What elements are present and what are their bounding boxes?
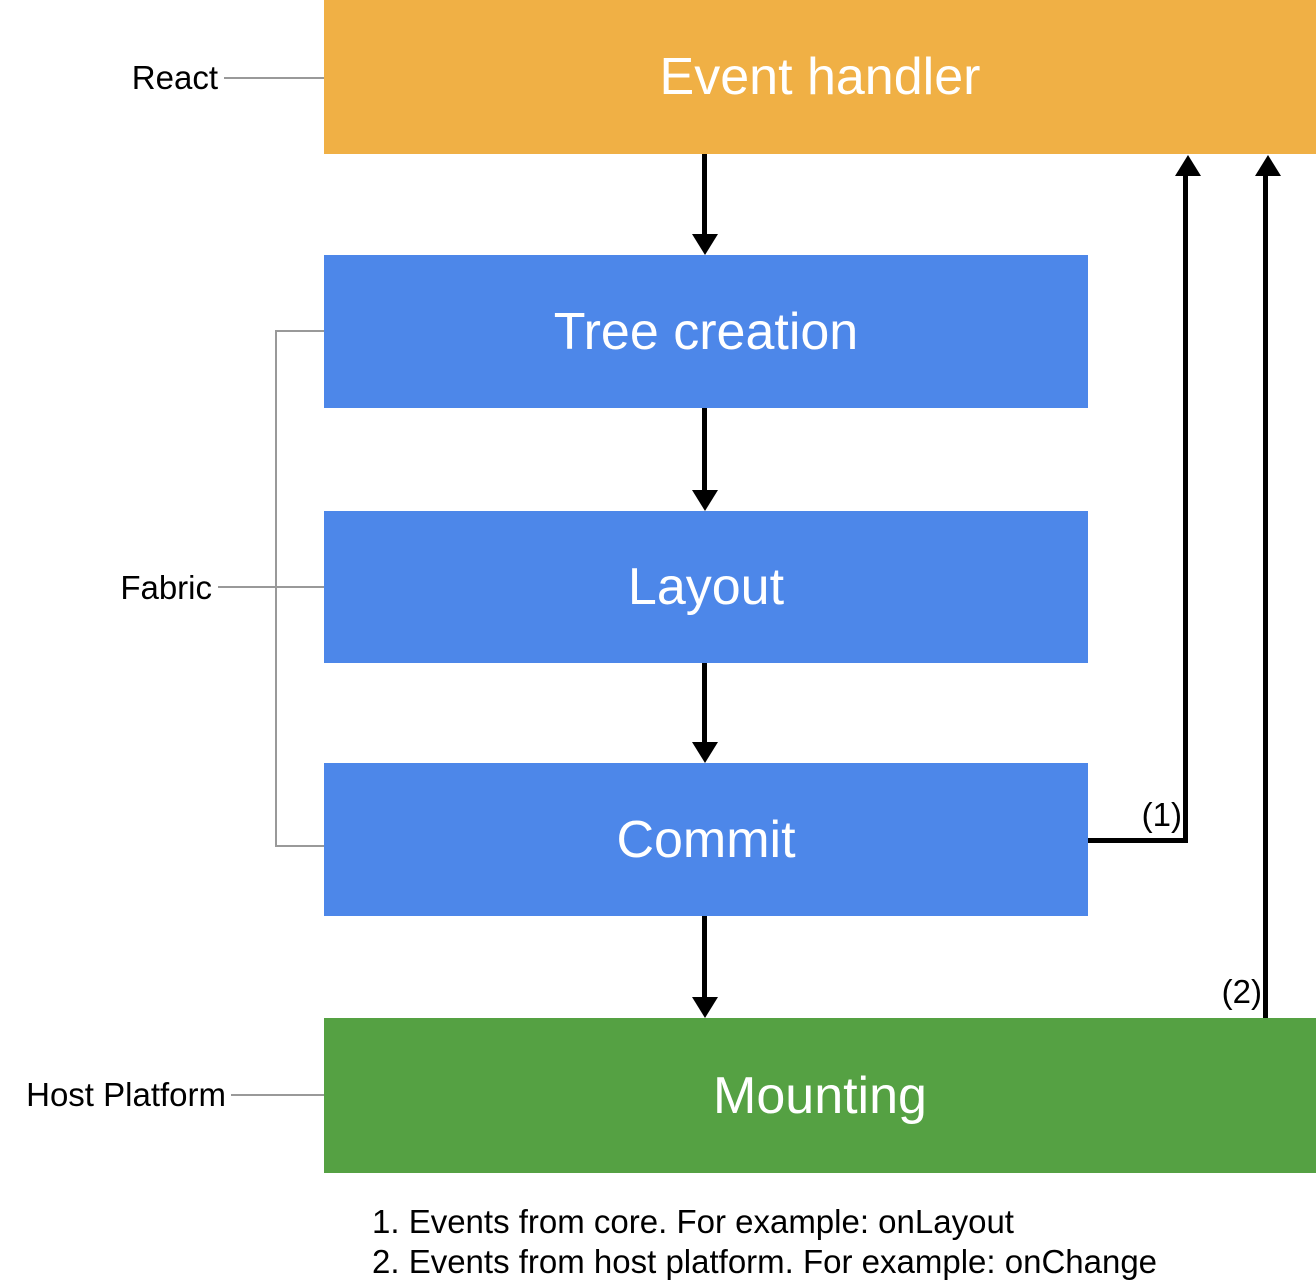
edge2-label: (2) [1221, 973, 1262, 1010]
node-tree-creation: Tree creation [324, 255, 1088, 408]
connector-fabric-line [218, 586, 324, 588]
arrowhead-down-icon [692, 742, 718, 763]
node-layout-label: Layout [627, 558, 785, 616]
arrowhead-down-icon [692, 490, 718, 511]
edge1-label: (1) [1141, 796, 1182, 833]
connector-react-line [224, 77, 324, 79]
fabric-bracket-vertical [275, 330, 277, 847]
footnote-2: 2. Events from host platform. For exampl… [372, 1243, 1158, 1280]
group-label-host-platform: Host Platform [26, 1076, 226, 1113]
node-mounting: Mounting [324, 1018, 1316, 1173]
node-event-handler-label: Event handler [659, 48, 981, 106]
fabric-bracket-bottom-stub [275, 845, 324, 847]
arrow-layout-to-commit [702, 663, 707, 744]
node-commit: Commit [324, 763, 1088, 916]
group-label-fabric: Fabric [120, 569, 212, 606]
arrow-commit-to-event-handler [1183, 174, 1188, 843]
arrow-event-handler-to-tree-creation [702, 154, 707, 236]
arrow-mounting-to-event-handler [1263, 174, 1268, 1018]
node-mounting-label: Mounting [713, 1066, 927, 1125]
node-event-handler: Event handler [324, 0, 1316, 154]
node-commit-label: Commit [616, 810, 796, 869]
arrow-commit-to-mounting [702, 916, 707, 999]
arrowhead-up-icon [1255, 155, 1281, 176]
footnotes: 1. Events from core. For example: onLayo… [372, 1202, 1157, 1282]
node-tree-creation-label: Tree creation [553, 302, 859, 361]
arrowhead-down-icon [692, 234, 718, 255]
group-label-react: React [131, 59, 218, 96]
connector-host-platform-line [231, 1094, 324, 1096]
arrow-tree-creation-to-layout [702, 408, 707, 492]
fabric-bracket-top-stub [275, 330, 324, 332]
arrowhead-up-icon [1175, 155, 1201, 176]
arrowhead-down-icon [692, 997, 718, 1018]
node-layout: Layout [324, 511, 1088, 663]
footnote-1: 1. Events from core. For example: onLayo… [372, 1203, 1014, 1240]
edge1-horizontal-segment [1088, 838, 1188, 843]
